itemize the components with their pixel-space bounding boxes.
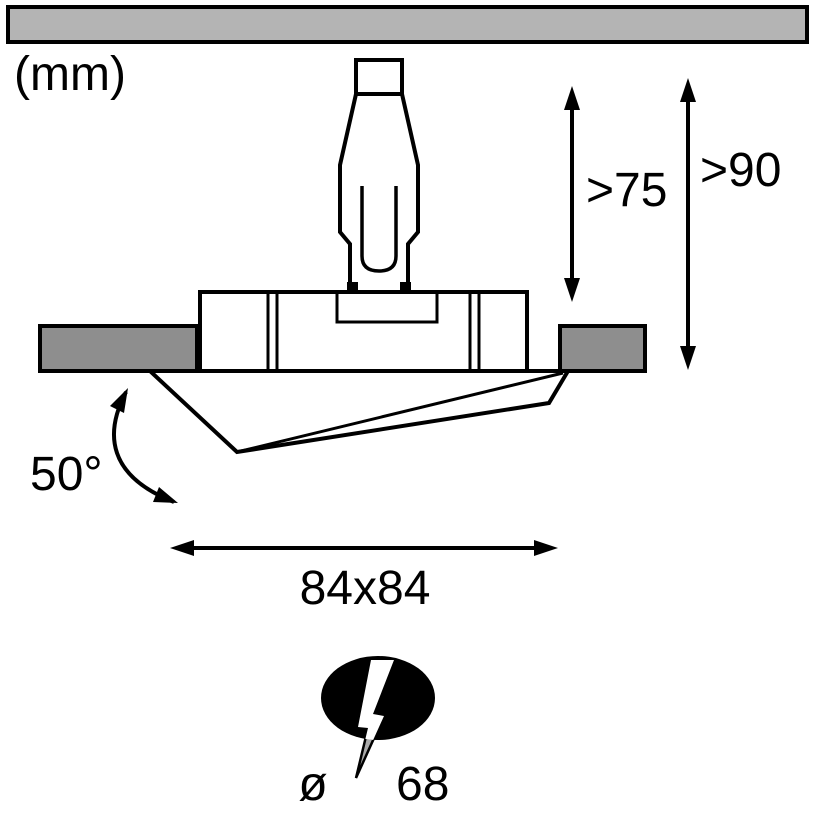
bezel-outline [144,369,572,455]
arrowhead-up-icon [564,86,580,110]
arrowhead-down-icon [153,487,178,503]
arrowhead-up-icon [110,388,128,413]
ceiling-bar [6,5,809,44]
connector-clip-left [347,282,358,293]
ceiling-section-left [38,324,199,373]
arrowhead-down-icon [680,346,696,370]
ceiling-section-right [558,324,647,373]
luminaire-housing [198,290,529,374]
dim-arrow-frame-size [170,540,558,556]
bezel-inner-edge [236,371,564,454]
unit-label: (mm) [14,48,126,101]
arrowhead-down-icon [564,278,580,302]
arrowhead-left-icon [170,540,194,556]
dim-label-swivel-angle: 50° [30,448,103,501]
connector-cable-entry [354,58,404,96]
connector-clip-right [400,282,411,293]
cutout-diameter-symbol: ø [298,758,327,811]
arrowhead-up-icon [680,78,696,102]
lightning-bolt-icon [356,660,394,740]
dim-label-recess-depth: >90 [700,144,781,197]
cutout-diameter-value: 68 [396,758,449,811]
dim-label-frame-size: 84x84 [300,562,431,615]
arrowhead-right-icon [534,540,558,556]
mains-connector-plug [338,58,420,294]
dim-arrow-connector-height [564,86,580,302]
housing-connector-mount [335,290,439,324]
swivel-angle-arrow [110,388,178,504]
connector-inner-socket [360,186,398,273]
swivel-bezel [144,369,572,455]
cutout-marker [321,656,435,779]
dim-arrow-recess-depth [680,78,696,370]
connector-body [338,92,420,294]
dim-label-connector-height: >75 [586,164,667,217]
